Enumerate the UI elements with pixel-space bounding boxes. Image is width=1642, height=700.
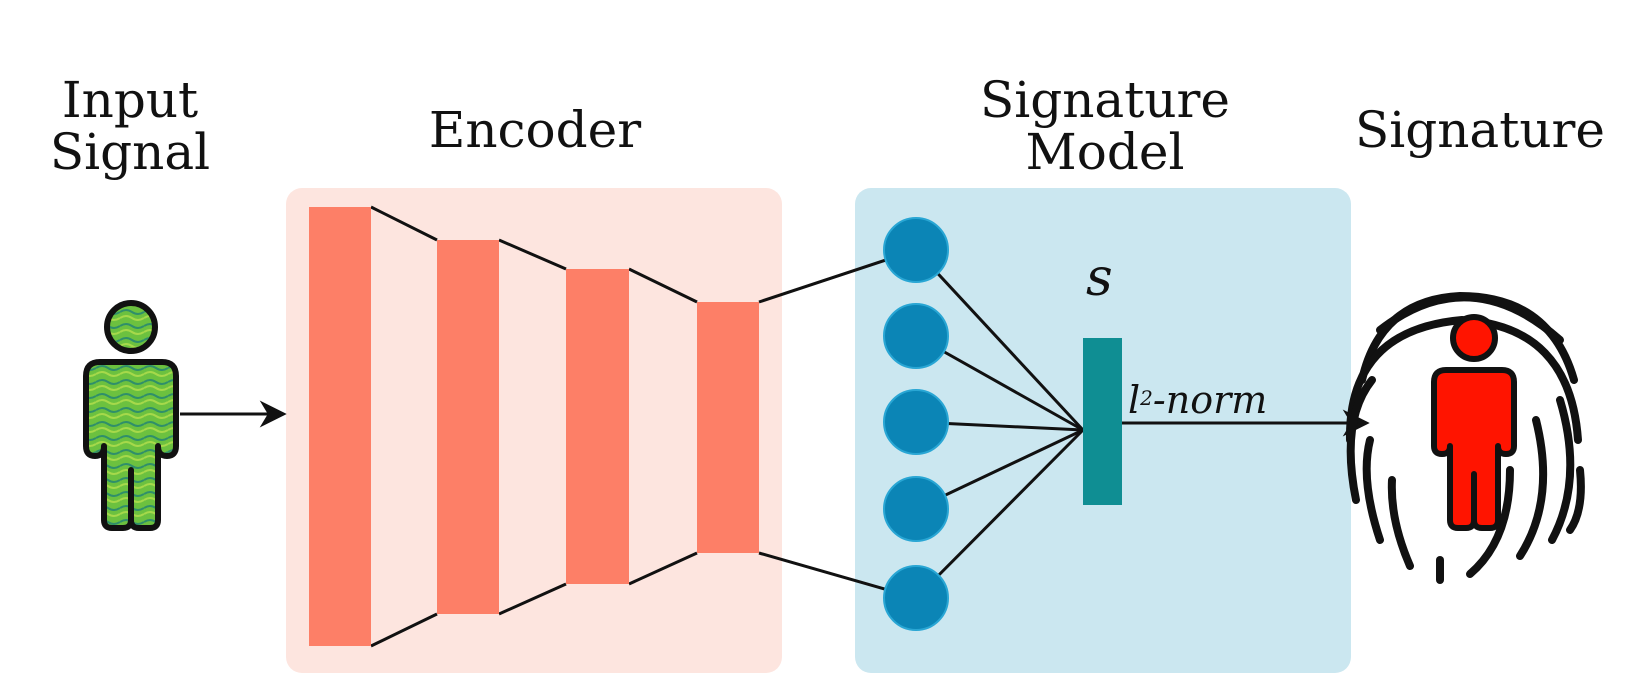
neuron-2 <box>883 303 949 369</box>
neuron-5 <box>883 565 949 631</box>
s-symbol: s <box>1086 248 1113 308</box>
encoder-layer-4 <box>697 302 759 553</box>
norm-suffix: -norm <box>1152 378 1268 422</box>
signature-label: Signature <box>1330 104 1630 156</box>
input-signal-label: Input Signal <box>40 74 220 178</box>
person-waveform-icon <box>83 300 179 531</box>
signature-vector <box>1083 338 1122 505</box>
signature-vector-label: s <box>1086 250 1113 306</box>
norm-base: l <box>1128 378 1141 422</box>
norm-exponent: 2 <box>1140 386 1153 410</box>
encoder-connections <box>370 205 917 648</box>
encoder-label: Encoder <box>380 104 690 156</box>
signature-model-label-line2: Model <box>1025 123 1185 181</box>
encoder-layer-2 <box>437 240 499 614</box>
signature-model-label: Signature Model <box>960 74 1250 178</box>
input-label-line2: Signal <box>49 123 211 181</box>
input-label-line1: Input <box>61 71 199 129</box>
encoder-label-text: Encoder <box>428 101 642 159</box>
encoder-layer-1 <box>309 207 371 646</box>
encoder-layer-3 <box>566 269 629 584</box>
neuron-1 <box>883 217 949 283</box>
signature-label-text: Signature <box>1354 101 1606 159</box>
neuron-4 <box>883 476 949 542</box>
fingerprint-person-icon <box>1345 291 1585 584</box>
neuron-3 <box>883 389 949 455</box>
signature-model-label-line1: Signature <box>979 71 1231 129</box>
l2-norm-label: l2-norm <box>1128 380 1267 420</box>
encoder-panel <box>286 188 782 673</box>
